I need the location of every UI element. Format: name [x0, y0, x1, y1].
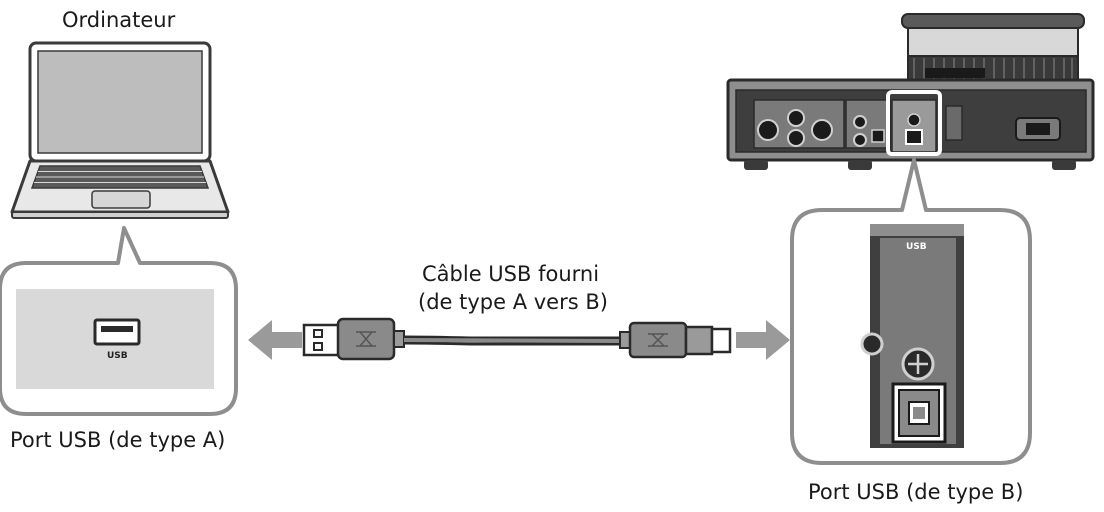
- usb-b-callout: [790, 158, 1032, 465]
- arrow-right: [736, 320, 790, 360]
- computer-label: Ordinateur: [62, 8, 176, 32]
- usb-b-port-caption: USB: [906, 242, 927, 252]
- laptop-illustration: [10, 41, 230, 219]
- usb-a-callout: [0, 226, 238, 416]
- port-b-label: Port USB (de type B): [808, 480, 1024, 504]
- usb-cable-illustration: [302, 317, 732, 361]
- usb-a-port-caption: USB: [107, 351, 128, 361]
- arrow-left: [248, 320, 302, 360]
- cable-label-line1: Câble USB fourni: [422, 262, 600, 286]
- port-a-label: Port USB (de type A): [10, 428, 226, 452]
- cable-label-line2: (de type A vers B): [418, 290, 608, 314]
- amplifier-illustration: [726, 13, 1095, 170]
